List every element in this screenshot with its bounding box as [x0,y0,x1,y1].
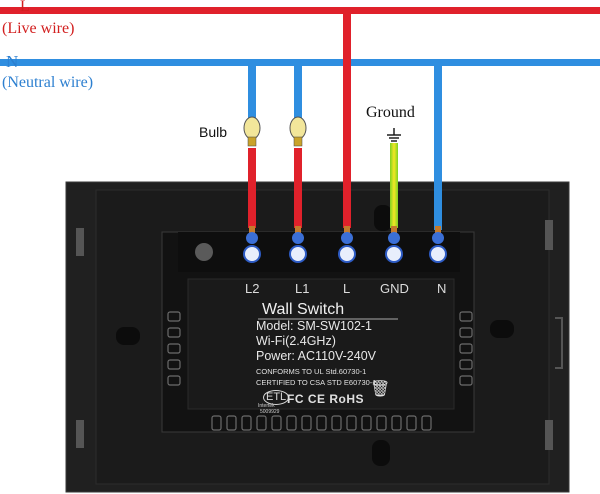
ground-wire [390,143,398,228]
terminal-label-l1: L1 [295,281,310,296]
intertek-text: Intertek [258,403,275,409]
recycle-bin-icon: 🗑 [370,381,391,398]
terminal-screw-icon [429,232,447,263]
right-clip-lower [545,420,553,450]
mount-slot-top [374,205,392,231]
mount-slot-left [116,327,140,345]
ul-conformity-text: CONFORMS TO UL Std.60730-1 [256,367,367,376]
switch-title: Wall Switch [262,301,345,318]
mount-slot-right [490,320,514,338]
live-wire-caption: (Live wire) [2,20,75,37]
wire-tips [249,226,441,234]
terminal-strip [178,232,460,272]
load-wire-l1 [294,148,302,228]
left-clip-lower [76,420,84,448]
model-text: Model: SM-SW102-1 [256,319,373,333]
neutral-wire-letter: N [6,52,19,71]
right-clip-upper [545,220,553,250]
power-text: Power: AC110V-240V [256,349,376,363]
wifi-text: Wi-Fi(2.4GHz) [256,334,336,348]
terminal-screw-icon [338,232,356,263]
cert-number: 5009929 [260,409,280,415]
terminal-screw-icon [385,232,403,263]
neutral-drop-wire-l2 [248,62,256,132]
live-wire-letter: L [20,0,30,15]
ground-symbol-icon [387,128,401,142]
compliance-marks: FC CE RoHS [287,392,364,406]
terminal-screw-icon [243,232,261,263]
right-vents [459,311,473,386]
load-wire-l2 [248,148,256,228]
neutral-drop-wire-n [434,62,442,230]
csa-certification-text: CERTIFIED TO CSA STD E60730-1 [256,378,377,387]
left-clip-upper [76,228,84,256]
mount-slot-bottom [372,440,390,466]
terminal-label-n: N [437,281,447,296]
etl-mark: ETL [263,390,290,405]
live-wire [0,7,600,14]
live-drop-wire [343,10,351,228]
spec-label-panel [187,278,455,410]
ground-label: Ground [366,104,415,121]
bulb-icon [243,116,261,147]
right-notch [555,317,563,369]
reset-button [195,243,213,261]
bottom-vents [211,415,432,431]
terminal-screw-icon [289,232,307,263]
neutral-wire-caption: (Neutral wire) [2,74,94,91]
neutral-drop-wire-l1 [294,62,302,132]
terminal-label-l2: L2 [245,281,260,296]
left-vents [167,311,181,386]
terminal-label-gnd: GND [380,281,409,296]
terminal-label-l: L [343,281,351,296]
bulb-label: Bulb [199,124,228,140]
bulb-icon [289,116,307,147]
